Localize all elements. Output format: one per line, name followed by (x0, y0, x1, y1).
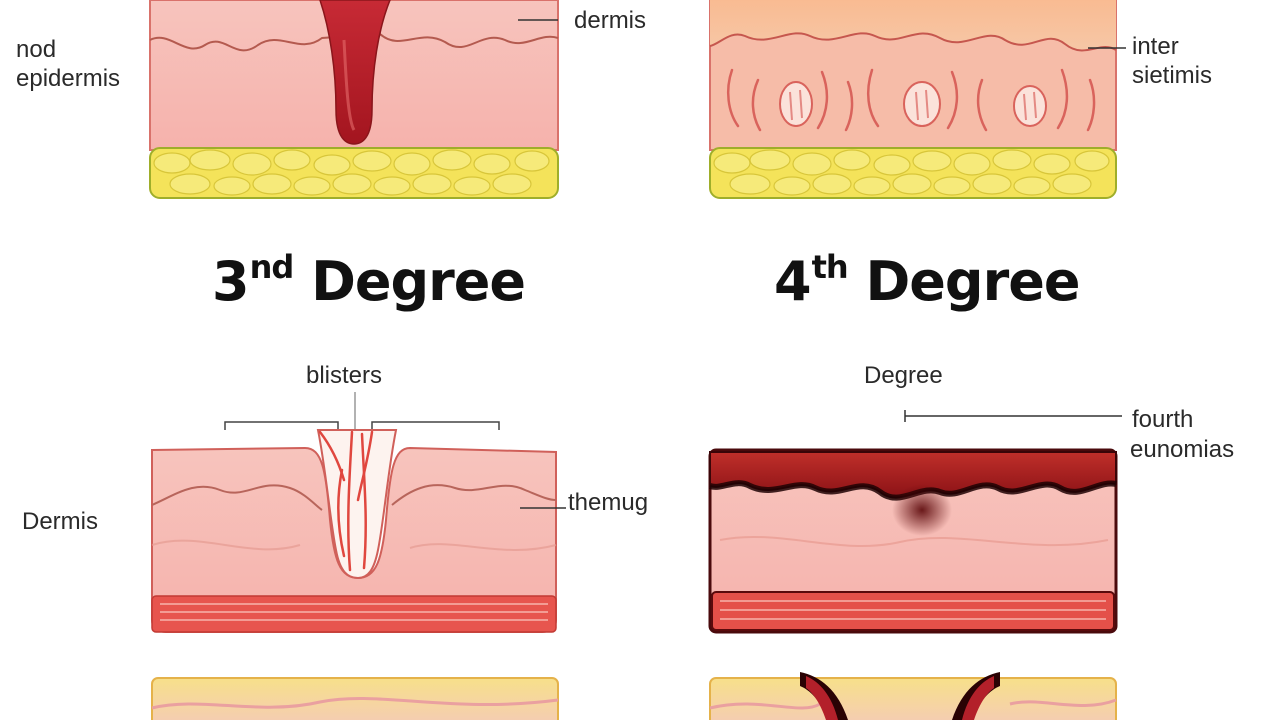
label-inter: inter (1132, 33, 1179, 60)
title-third-degree: 3nd Degree (212, 248, 526, 313)
title-fourth-number: 4 (774, 250, 812, 313)
subcutaneous-band (151, 595, 557, 633)
wound-cavity (316, 429, 398, 580)
dermal-streaks (726, 68, 1096, 132)
bottom-left-wave (151, 697, 559, 710)
label-dermis: dermis (574, 7, 647, 34)
label-dermis-third: Dermis (22, 508, 98, 535)
fourth-dermis (708, 448, 1118, 634)
fat-cells (153, 149, 550, 196)
panel-bottom-right-partial (709, 672, 1117, 720)
blister-vessels (318, 430, 374, 572)
label-eunomias: eunomias (1130, 436, 1235, 463)
label-sietimis: sietimis (1132, 62, 1213, 89)
label-degree-fourth: Degree (864, 362, 943, 389)
deep-wound-right-red (962, 676, 994, 720)
panel-third-degree (151, 392, 566, 633)
peach-surface (710, 0, 1116, 51)
label-fourth: fourth (1132, 406, 1194, 433)
inter-boundary-line (709, 32, 1117, 52)
dermis-wave-2 (151, 539, 557, 551)
label-themug: themug (568, 489, 649, 516)
title-fourth-suffix: th (811, 248, 849, 286)
fourth-band (711, 591, 1115, 631)
dermis-wave (151, 484, 323, 511)
necrosis-blot (892, 484, 952, 536)
title-fourth-word: Degree (865, 250, 1080, 313)
label-nod: nod (16, 36, 57, 63)
title-third-suffix: nd (249, 248, 295, 286)
fourth-wave (719, 535, 1109, 548)
band-stripes (160, 603, 548, 621)
bottom-right-skin (709, 677, 1117, 720)
deep-wound-left-red (806, 676, 838, 720)
fourth-band-stripes (720, 600, 1106, 620)
panel-fourth-degree (708, 410, 1122, 634)
bottom-right-wave (709, 698, 1117, 710)
label-epidermis: epidermis (16, 65, 121, 92)
follicles (779, 81, 1047, 127)
slit-highlight (342, 39, 356, 131)
title-third-number: 3 (212, 250, 250, 313)
panel-top-left (149, 0, 559, 199)
label-blisters: blisters (306, 362, 383, 389)
title-fourth-degree: 4th Degree (774, 248, 1080, 313)
fat-cells-right (713, 149, 1110, 196)
bracket-right (371, 421, 500, 430)
title-third-word: Degree (311, 250, 526, 313)
panel-top-right (709, 0, 1126, 199)
bracket-left (224, 421, 339, 430)
panel-bottom-left-partial (151, 677, 559, 720)
burn-slit (319, 0, 391, 145)
dermis-wave-right (391, 484, 557, 506)
